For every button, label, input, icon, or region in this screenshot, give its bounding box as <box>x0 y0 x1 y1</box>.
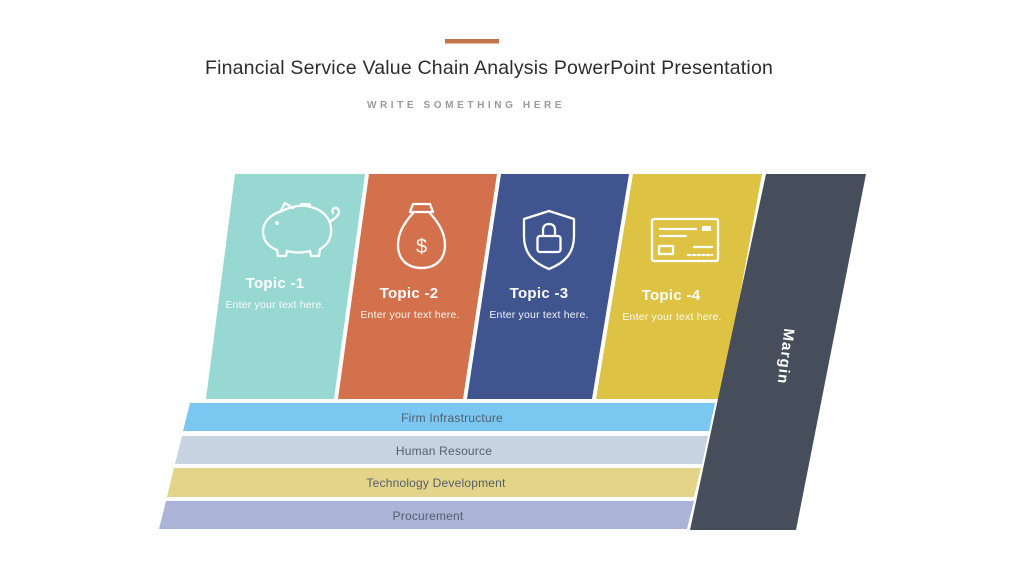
support-bar-procurement <box>159 501 694 529</box>
shield-lock-icon <box>522 209 576 271</box>
support-bar-human-resource <box>175 436 708 464</box>
support-bar-label-procurement: Procurement <box>393 509 464 523</box>
support-bar-label-firm-infrastructure: Firm Infrastructure <box>401 411 503 425</box>
topic-3-description: Enter your text here. <box>489 309 588 321</box>
money-bag-icon: $ <box>396 202 447 270</box>
support-bar-label-technology-development: Technology Development <box>366 476 506 490</box>
dollar-glyph: $ <box>416 236 427 258</box>
margin-column <box>690 174 866 530</box>
cheque-icon <box>650 217 720 263</box>
topic-1-label: Topic -1 <box>246 275 305 292</box>
accent-line <box>445 39 499 44</box>
topic-column-1 <box>206 174 365 399</box>
topic-column-4 <box>596 174 762 399</box>
topic-2-description: Enter your text here. <box>360 309 459 321</box>
support-bar-firm-infrastructure <box>183 403 715 431</box>
topic-4-label: Topic -4 <box>642 287 701 304</box>
support-bar-technology-development <box>167 468 701 497</box>
slide-title: Financial Service Value Chain Analysis P… <box>205 57 773 79</box>
support-bar-label-human-resource: Human Resource <box>396 444 492 458</box>
piggy-bank-icon <box>261 201 341 258</box>
topic-4-description: Enter your text here. <box>622 311 721 323</box>
topic-3-label: Topic -3 <box>510 285 569 302</box>
margin-label: Margin <box>774 328 798 386</box>
slide-subtitle: WRITE SOMETHING HERE <box>367 100 565 111</box>
topic-column-2 <box>338 174 497 399</box>
topic-1-description: Enter your text here. <box>225 299 324 311</box>
topic-column-3 <box>467 174 629 399</box>
topic-2-label: Topic -2 <box>380 285 439 302</box>
